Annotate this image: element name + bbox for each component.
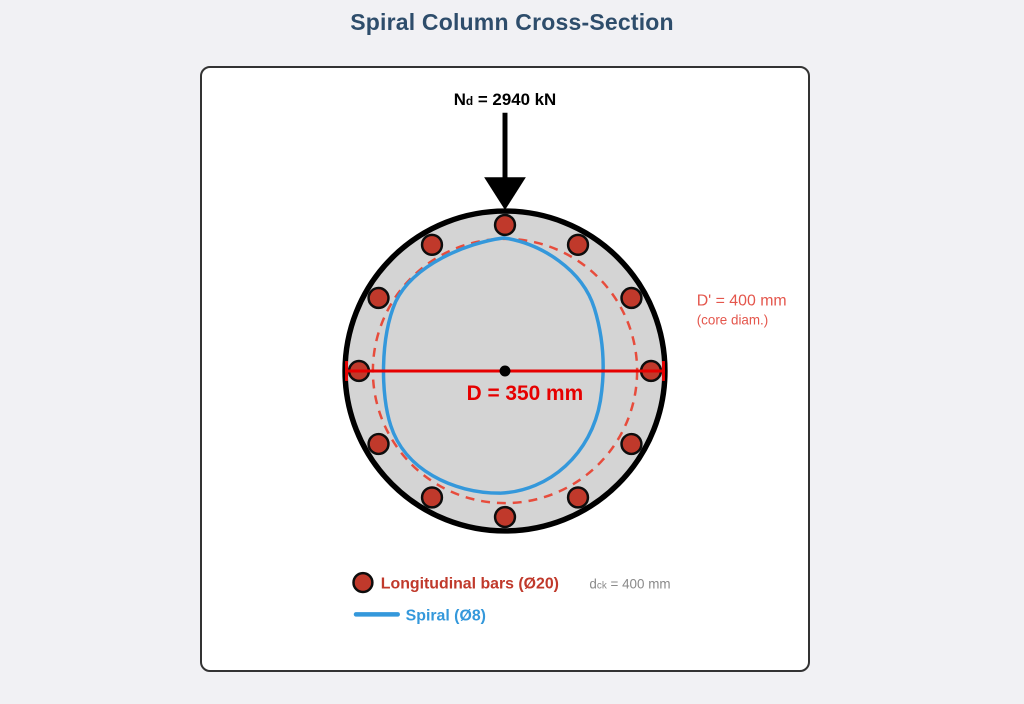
core-diameter-label: D' = 400 mm bbox=[697, 292, 787, 309]
center-dot bbox=[499, 365, 511, 377]
longitudinal-bar bbox=[566, 233, 590, 257]
legend-dck-label: dck = 400 mm bbox=[589, 577, 670, 592]
longitudinal-bar bbox=[420, 233, 444, 257]
legend-spiral-label: Spiral (Ø8) bbox=[406, 607, 486, 624]
longitudinal-bar bbox=[620, 286, 643, 310]
load-arrow-head-icon bbox=[484, 177, 526, 211]
page-title: Spiral Column Cross-Section bbox=[350, 9, 674, 35]
diagram-card: Nd = 2940 kN D = 350 mm D' = 400 mm bbox=[200, 66, 810, 672]
legend-bars-label: Longitudinal bars (Ø20) bbox=[381, 576, 559, 593]
longitudinal-bar bbox=[420, 486, 444, 509]
longitudinal-bar bbox=[367, 432, 390, 456]
diameter-label: D = 350 mm bbox=[467, 382, 584, 405]
longitudinal-bar bbox=[566, 486, 590, 509]
axial-load-label: Nd = 2940 kN bbox=[454, 90, 557, 109]
core-diameter-note: (core diam.) bbox=[697, 312, 769, 327]
longitudinal-bar bbox=[493, 213, 517, 237]
longitudinal-bar bbox=[620, 432, 643, 456]
spiral-curve bbox=[381, 236, 605, 495]
cross-section-diagram: Nd = 2940 kN D = 350 mm D' = 400 mm bbox=[342, 90, 787, 624]
legend-bar-marker-icon bbox=[352, 571, 374, 594]
longitudinal-bar bbox=[367, 286, 390, 310]
longitudinal-bar bbox=[493, 505, 517, 529]
